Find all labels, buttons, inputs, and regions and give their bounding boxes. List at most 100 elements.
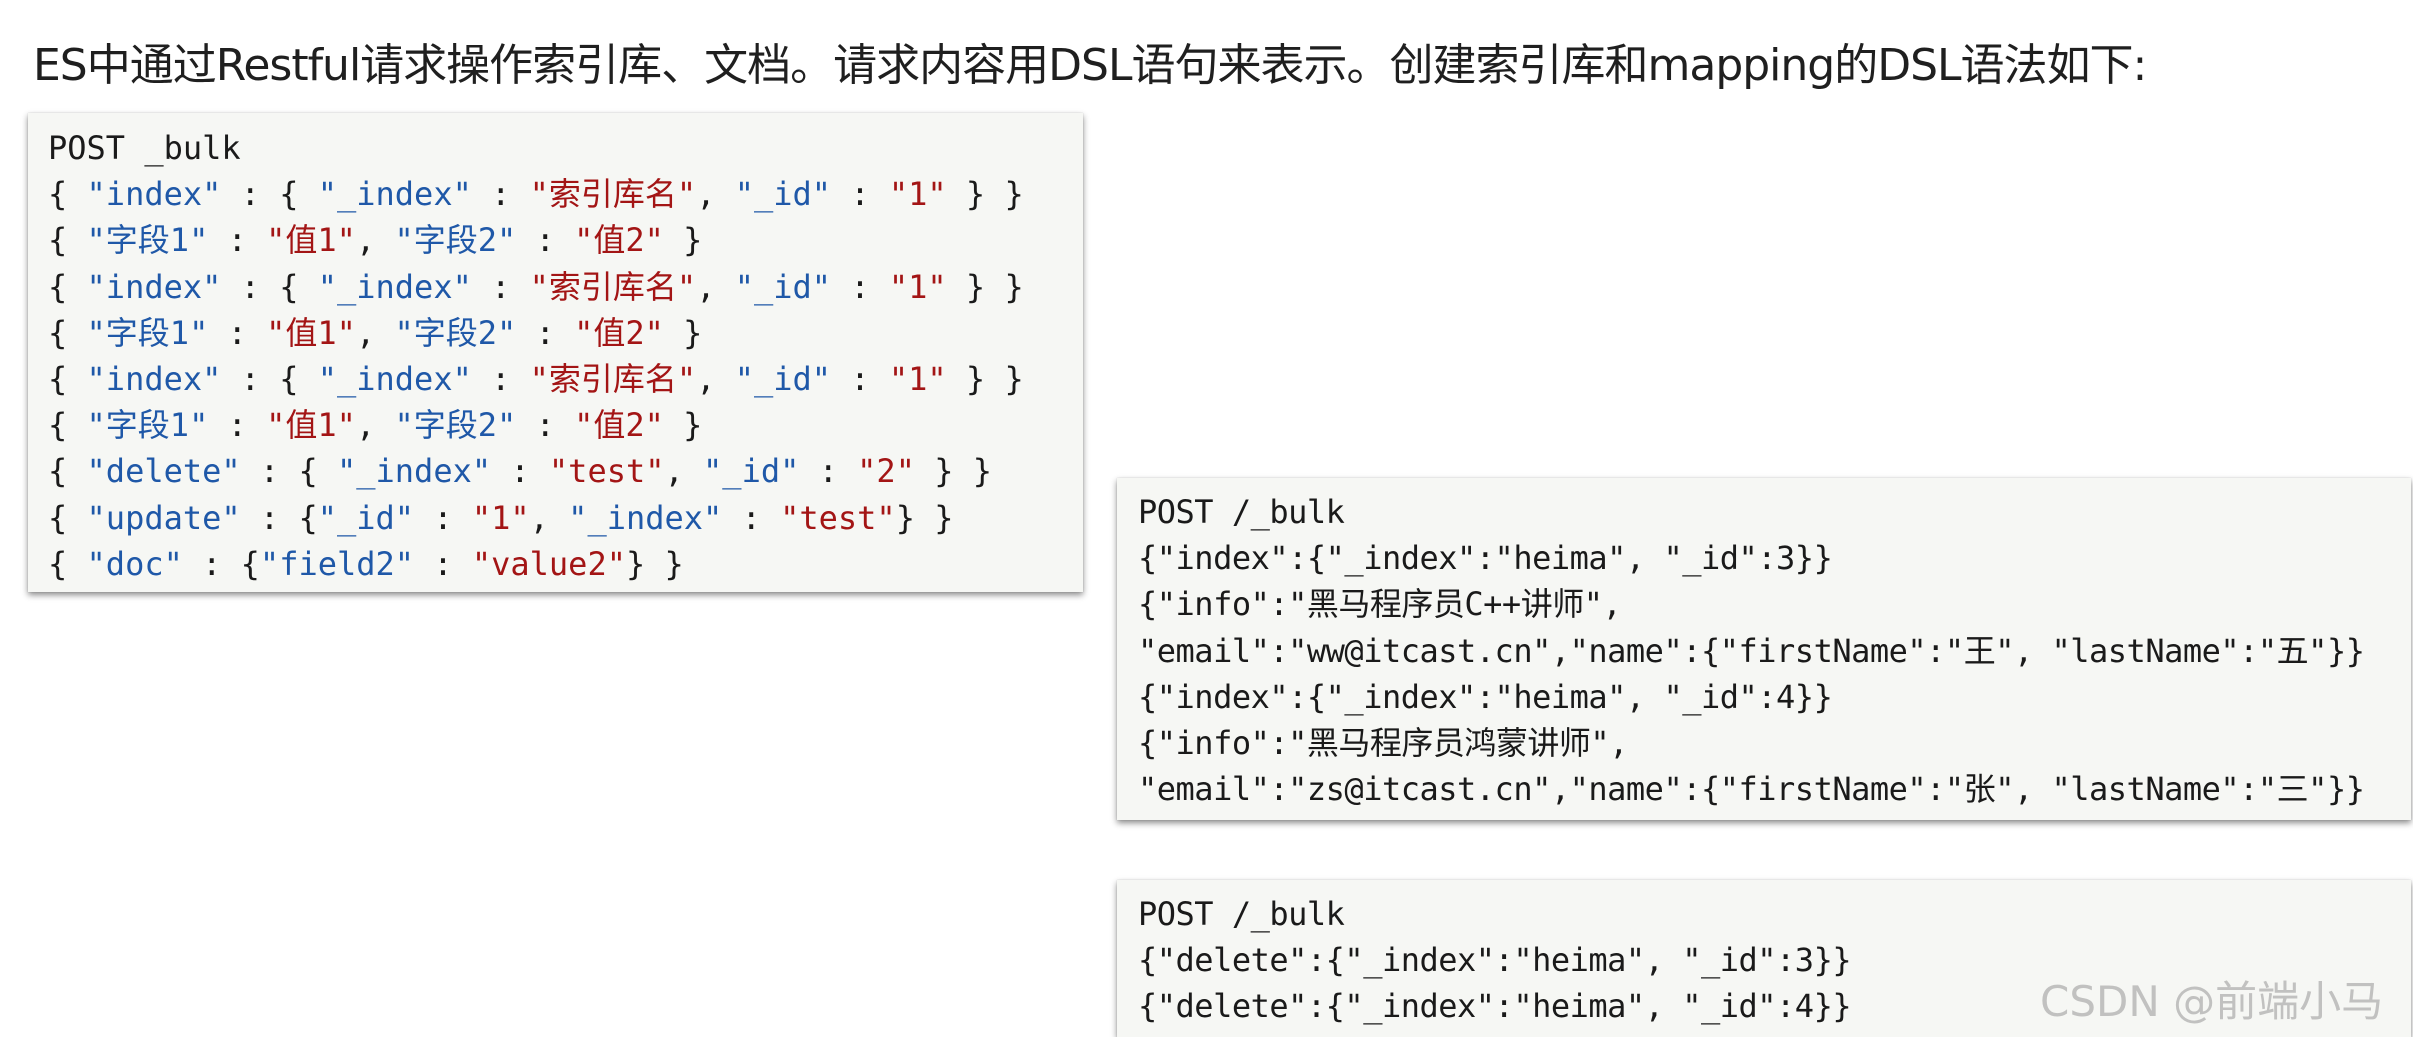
code-text-token: POST /_bulk: [1138, 895, 1345, 933]
code-text-token: : {: [221, 267, 318, 306]
code-text-token: {"delete":{"_index":"heima", "_id":4}}: [1138, 987, 1852, 1026]
code-text-token: }: [663, 406, 703, 445]
code-line: POST /_bulk: [1138, 489, 2411, 535]
code-line: { "doc" : {"field2" : "value2"} }: [48, 541, 1083, 587]
code-line: { "delete" : { "_index" : "test", "_id" …: [48, 448, 1083, 494]
code-line: {"delete":{"_index":"heima", "_id":4}}: [1138, 983, 2411, 1029]
code-text-token: ,: [529, 498, 569, 537]
code-key-token: "_index": [317, 267, 472, 306]
code-text-token: {: [48, 175, 87, 214]
code-line: {"index":{"_index":"heima", "_id":3}}: [1138, 535, 2411, 581]
code-line: {"info":"黑马程序员鸿蒙讲师",: [1138, 720, 2411, 766]
code-text-token: :: [208, 313, 267, 352]
code-key-token: "字段2": [394, 221, 517, 260]
code-text-token: } }: [895, 498, 954, 537]
code-text-token: :: [516, 406, 575, 445]
code-key-token: "index": [86, 267, 222, 306]
code-string-token: "值2": [574, 406, 664, 445]
code-text-token: :: [208, 406, 267, 445]
code-line: {"delete":{"_index":"heima", "_id":3}}: [1138, 937, 2411, 983]
code-line: { "字段1" : "值1", "字段2" : "值2" }: [48, 310, 1083, 356]
code-text-token: {: [48, 267, 87, 306]
code-text-token: }: [663, 221, 703, 260]
code-key-token: "字段1": [86, 221, 209, 260]
code-string-token: "值1": [266, 221, 356, 260]
code-text-token: {: [48, 221, 87, 260]
page-heading: ES中通过Restful请求操作索引库、文档。请求内容用DSL语句来表示。创建索…: [33, 40, 2147, 91]
code-key-token: "字段2": [394, 406, 517, 445]
code-line: {"info":"黑马程序员C++讲师",: [1138, 581, 2411, 627]
code-line: { "字段1" : "值1", "字段2" : "值2" }: [48, 217, 1083, 263]
code-text-token: {"info":"黑马程序员鸿蒙讲师",: [1138, 723, 1628, 762]
code-key-token: "_index": [568, 498, 723, 537]
code-text-token: {"delete":{"_index":"heima", "_id":3}}: [1138, 941, 1852, 980]
code-text-token: :: [471, 175, 530, 214]
code-text-token: :: [414, 544, 472, 583]
code-key-token: "doc": [86, 544, 183, 583]
code-string-token: "1": [888, 267, 947, 306]
code-text-token: :: [831, 267, 889, 306]
code-text-token: {: [48, 544, 87, 583]
code-text-token: {: [48, 359, 87, 398]
code-line: "email":"zs@itcast.cn","name":{"firstNam…: [1138, 766, 2411, 812]
code-text-token: :: [471, 359, 530, 398]
code-text-token: {: [48, 498, 87, 537]
code-string-token: "值2": [574, 221, 664, 260]
code-text-token: :: [414, 498, 472, 537]
code-line: { "字段1" : "值1", "字段2" : "值2" }: [48, 402, 1083, 448]
code-text-token: : {: [240, 452, 337, 491]
code-text-token: {: [48, 452, 87, 491]
code-line: { "index" : { "_index" : "索引库名", "_id" :…: [48, 356, 1083, 402]
code-text-token: POST _bulk: [48, 129, 241, 167]
code-text-token: {: [48, 406, 87, 445]
code-text-token: :: [831, 359, 889, 398]
code-text-token: : {: [182, 544, 260, 583]
code-text-token: {"info":"黑马程序员C++讲师",: [1138, 585, 1622, 624]
code-key-token: "index": [86, 359, 222, 398]
code-string-token: "索引库名": [529, 175, 697, 214]
code-text-token: ,: [696, 267, 735, 306]
code-text-token: {"index":{"_index":"heima", "_id":4}}: [1138, 677, 1833, 716]
code-line: { "index" : { "_index" : "索引库名", "_id" :…: [48, 264, 1083, 310]
code-text-token: : {: [221, 359, 318, 398]
code-key-token: "_index": [317, 359, 472, 398]
code-line: { "index" : { "_index" : "索引库名", "_id" :…: [48, 171, 1083, 217]
code-string-token: "1": [471, 498, 530, 537]
code-string-token: "值2": [574, 313, 664, 352]
code-string-token: "test": [548, 452, 665, 491]
code-text-token: :: [722, 498, 781, 537]
code-block-bulk-delete-example: POST /_bulk {"delete":{"_index":"heima", …: [1117, 880, 2411, 1037]
code-key-token: "_index": [336, 452, 492, 491]
code-text-token: {: [48, 313, 87, 352]
code-key-token: "_id": [317, 498, 415, 537]
code-text-token: } }: [625, 544, 684, 583]
code-block-bulk-syntax: POST _bulk { "index" : { "_index" : "索引库名…: [28, 113, 1083, 592]
code-text-token: :: [799, 452, 858, 491]
code-text-token: } }: [946, 175, 1024, 214]
code-string-token: "索引库名": [529, 359, 697, 398]
code-string-token: "2": [857, 452, 915, 491]
code-line: "email":"ww@itcast.cn","name":{"firstNam…: [1138, 628, 2411, 674]
code-key-token: "index": [86, 175, 222, 214]
code-text-token: ,: [355, 221, 395, 260]
code-text-token: {"index":{"_index":"heima", "_id":3}}: [1138, 539, 1833, 578]
code-string-token: "value2": [471, 544, 626, 583]
code-text-token: :: [831, 175, 889, 214]
code-text-token: } }: [946, 359, 1024, 398]
code-line: POST /_bulk: [1138, 891, 2411, 937]
code-key-token: "_id": [734, 175, 832, 214]
code-key-token: "字段2": [394, 313, 517, 352]
code-text-token: POST /_bulk: [1138, 493, 1345, 531]
code-text-token: : {: [221, 175, 318, 214]
code-key-token: "_index": [317, 175, 472, 214]
code-text-token: ,: [355, 406, 395, 445]
code-text-token: :: [516, 313, 575, 352]
code-key-token: "_id": [734, 267, 832, 306]
code-text-token: :: [208, 221, 267, 260]
code-string-token: "1": [888, 175, 947, 214]
code-text-token: ,: [355, 313, 395, 352]
code-text-token: } }: [914, 452, 993, 491]
code-block-bulk-index-example: POST /_bulk {"index":{"_index":"heima", "…: [1117, 478, 2411, 820]
code-string-token: "索引库名": [529, 267, 697, 306]
csdn-watermark: CSDN @前端小马: [2040, 977, 2384, 1026]
